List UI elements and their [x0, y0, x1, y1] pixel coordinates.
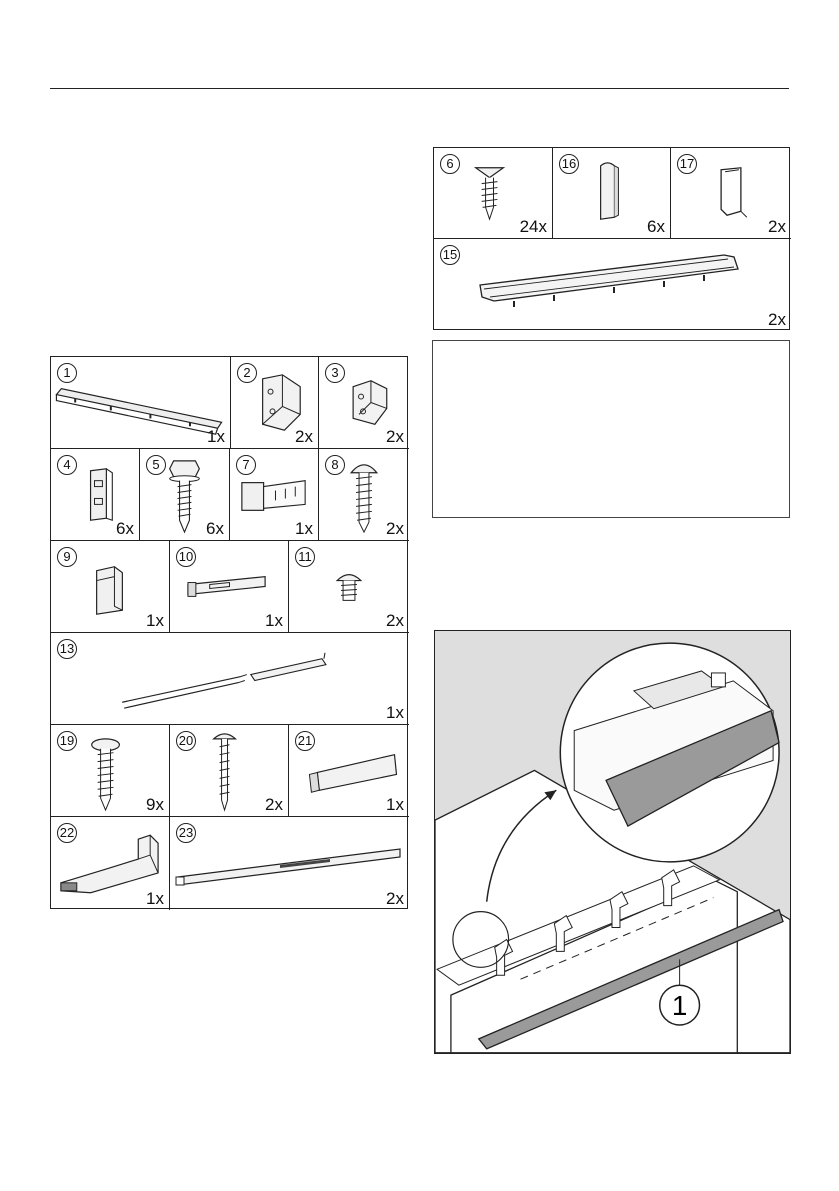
part-cell-21: 21 1x: [289, 725, 409, 817]
long-rail-icon: [175, 848, 401, 886]
part-number: 1: [57, 363, 77, 383]
parts-grid-left: 1 1x 2 2x 3 2x 4 6x: [50, 356, 409, 910]
part-quantity: 2x: [768, 310, 786, 329]
clip-icon: [89, 468, 113, 521]
clip-icon: [96, 566, 123, 615]
part-cell-3: 3 2x: [319, 357, 409, 449]
part-cell-1: 1 1x: [51, 357, 231, 449]
part-quantity: 1x: [295, 519, 313, 538]
part-quantity: 2x: [386, 427, 404, 446]
note-box: [432, 340, 790, 518]
slide-icon: [241, 480, 306, 511]
part-number: 6: [440, 154, 460, 174]
part-quantity: 2x: [386, 519, 404, 538]
trim-bar-icon: [479, 254, 739, 307]
part-cell-5: 5 6x: [140, 449, 230, 541]
cover-icon: [720, 167, 748, 218]
part-quantity: 1x: [146, 889, 164, 908]
part-cell-9: 9 1x: [51, 541, 170, 633]
part-number: 7: [236, 455, 256, 475]
part-number: 2: [237, 363, 257, 383]
part-quantity: 6x: [647, 217, 665, 236]
installation-figure: 1: [434, 630, 791, 1054]
hex-screw-icon: [169, 460, 200, 534]
part-quantity: 2x: [386, 889, 404, 908]
part-cell-19: 19 9x: [51, 725, 170, 817]
part-cell-11: 11 2x: [289, 541, 409, 633]
part-quantity: 9x: [146, 795, 164, 814]
screw-icon: [91, 738, 120, 812]
part-number: 20: [176, 731, 196, 751]
part-cell-2: 2 2x: [231, 357, 319, 449]
part-number: 15: [440, 245, 460, 265]
slide-icon: [187, 575, 266, 597]
installation-illustration: 1: [435, 642, 790, 1053]
part-number: 10: [176, 547, 196, 567]
bracket-icon: [262, 374, 301, 431]
screw-icon: [349, 464, 379, 534]
part-number: 5: [146, 455, 166, 475]
part-quantity: 2x: [265, 795, 283, 814]
part-quantity: 1x: [207, 427, 225, 446]
callout-label: 1: [672, 990, 687, 1021]
part-number: 16: [559, 154, 579, 174]
part-cell-7: 7 1x: [230, 449, 319, 541]
cap-icon: [600, 162, 619, 220]
part-number: 13: [57, 639, 77, 659]
part-number: 9: [57, 547, 77, 567]
part-number: 19: [57, 731, 77, 751]
part-quantity: 6x: [206, 519, 224, 538]
parts-grid-right: 6 24x 16 6x 17 2x 15 2x: [433, 147, 791, 331]
part-quantity: 1x: [146, 611, 164, 630]
part-number: 23: [176, 823, 196, 843]
part-quantity: 1x: [386, 795, 404, 814]
part-cell-13: 13 1x: [51, 633, 409, 725]
bracket-icon: [352, 380, 388, 425]
part-quantity: 24x: [519, 217, 547, 236]
part-number: 17: [677, 154, 697, 174]
part-quantity: 1x: [386, 703, 404, 722]
strip-icon: [122, 652, 327, 709]
part-quantity: 6x: [116, 519, 134, 538]
part-cell-22: 22 1x: [51, 817, 170, 910]
part-number: 21: [295, 731, 315, 751]
part-quantity: 2x: [386, 611, 404, 630]
angle-piece-icon: [60, 834, 159, 894]
part-cell-15: 15 2x: [434, 239, 791, 331]
part-number: 11: [295, 547, 315, 567]
part-cell-23: 23 2x: [170, 817, 409, 910]
rail-icon: [55, 387, 223, 435]
part-cell-10: 10 1x: [170, 541, 289, 633]
channel-icon: [308, 753, 398, 793]
part-cell-16: 16 6x: [553, 148, 671, 239]
part-quantity: 2x: [295, 427, 313, 446]
screw-icon: [212, 733, 237, 812]
part-number: 22: [57, 823, 77, 843]
part-number: 3: [325, 363, 345, 383]
part-cell-4: 4 6x: [51, 449, 140, 541]
header-rule: [50, 88, 789, 89]
part-cell-17: 17 2x: [671, 148, 791, 239]
part-number: 4: [57, 455, 77, 475]
part-cell-6: 6 24x: [434, 148, 553, 239]
screw-icon: [473, 167, 506, 221]
part-cell-8: 8 2x: [319, 449, 409, 541]
part-number: 8: [325, 455, 345, 475]
part-quantity: 2x: [768, 217, 786, 236]
part-cell-20: 20 2x: [170, 725, 289, 817]
part-quantity: 1x: [265, 611, 283, 630]
short-screw-icon: [335, 574, 363, 601]
